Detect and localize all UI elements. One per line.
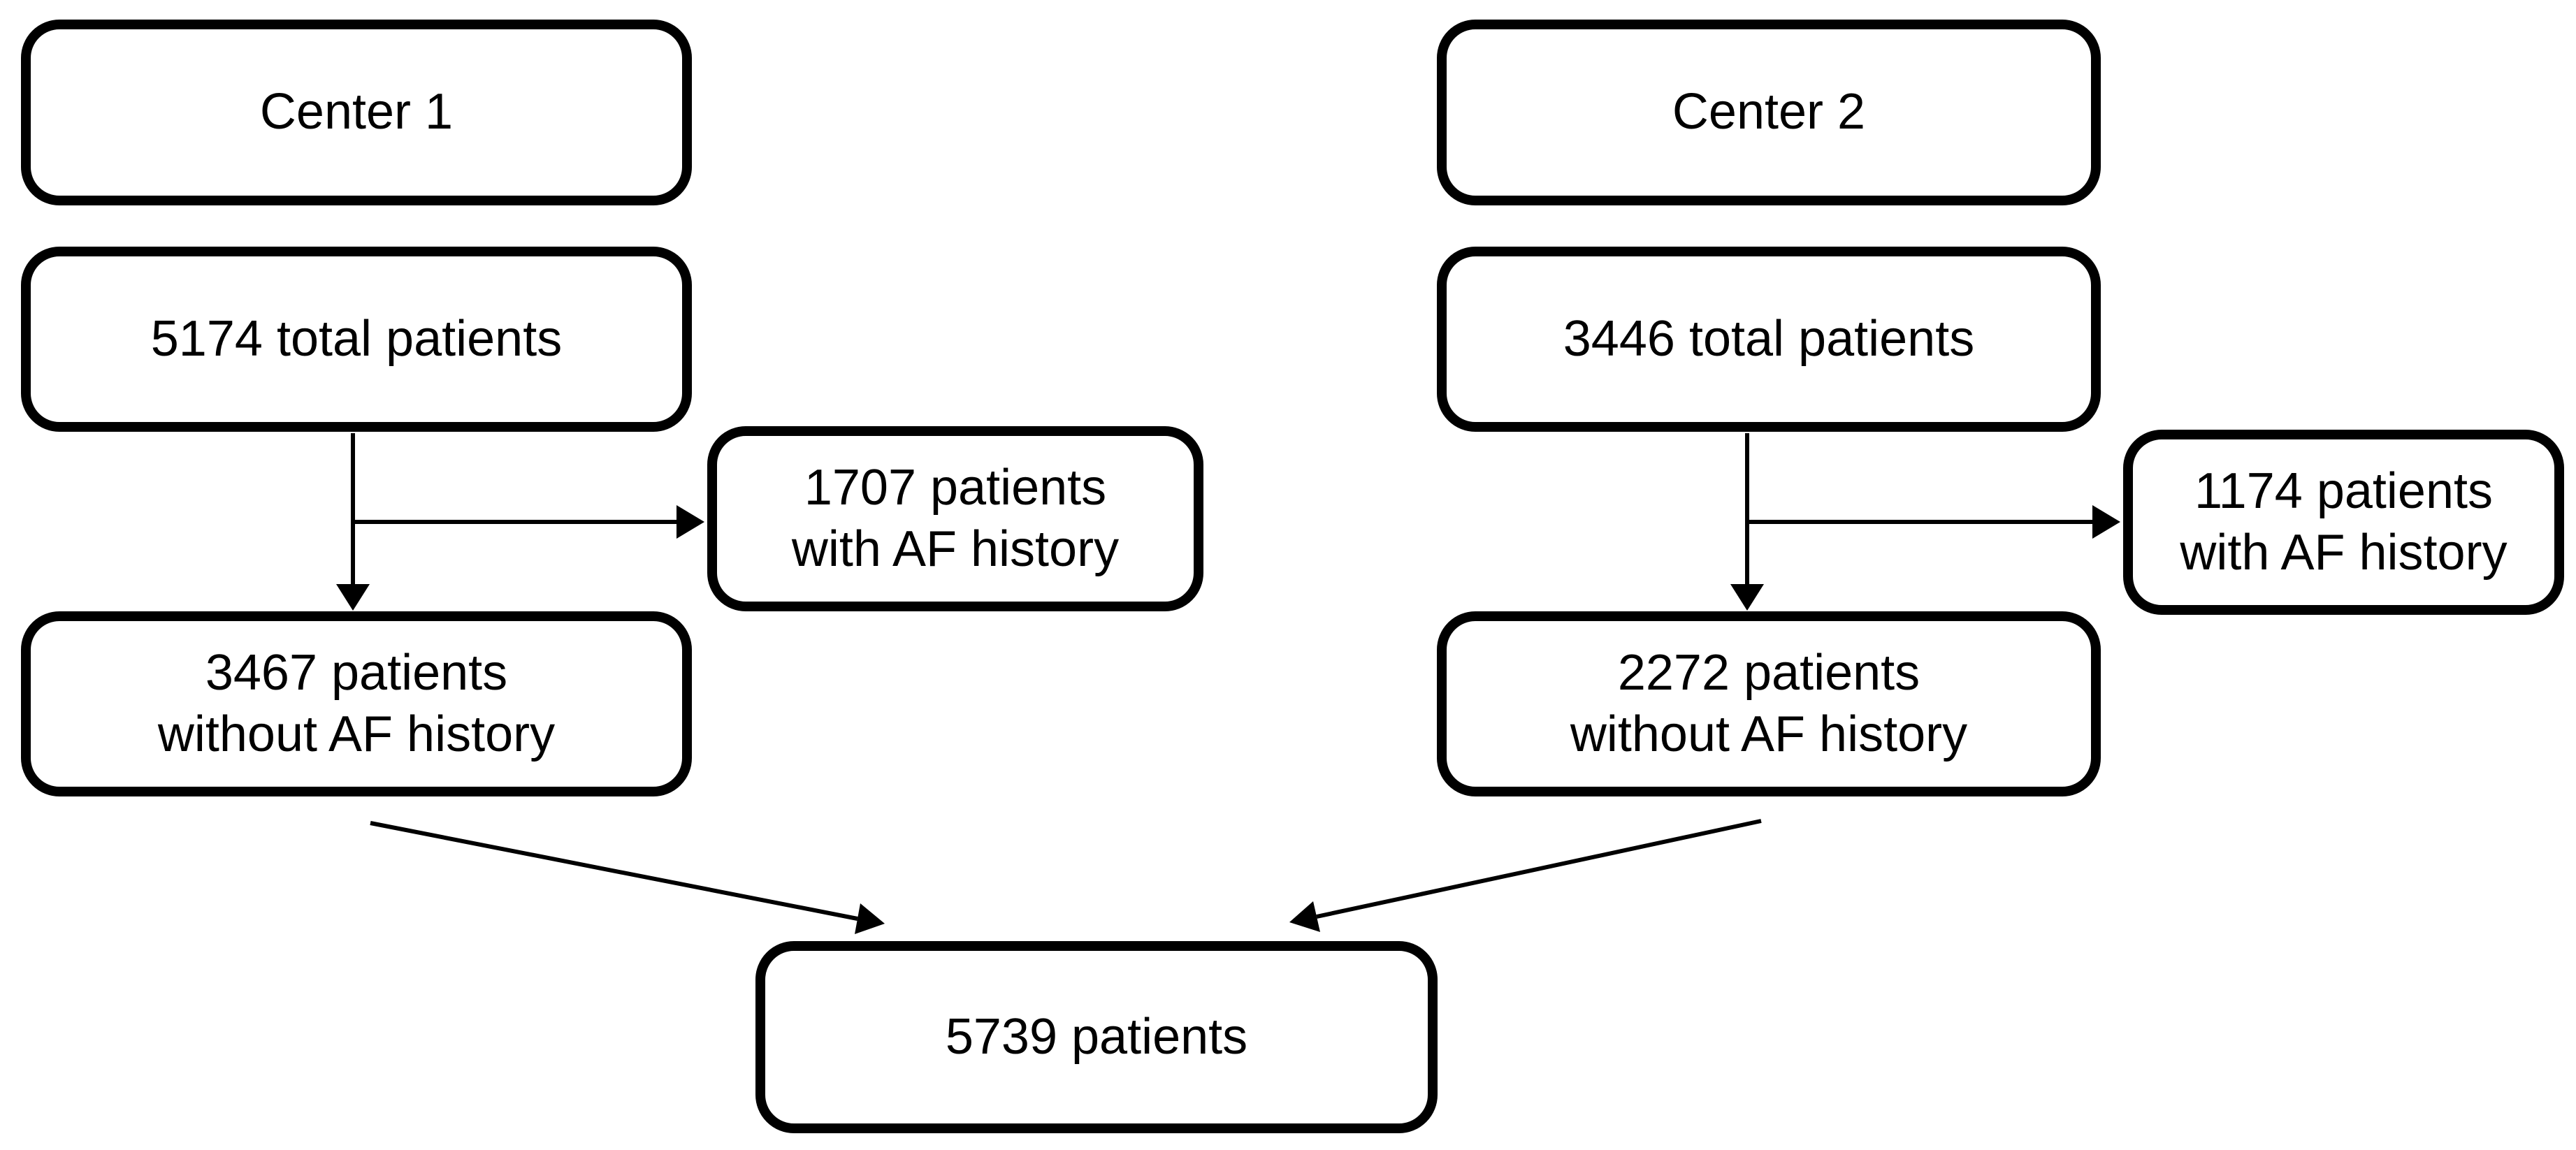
node-noaf2-line2: without AF history [1570,706,1968,762]
node-center1-label: Center 1 [259,84,454,140]
node-af1-excluded: 1707 patients with AF history [707,426,1203,611]
node-center2-label: Center 2 [1672,84,1866,140]
node-af2-line2: with AF history [2180,524,2508,581]
node-center2: Center 2 [1437,20,2101,205]
node-noaf2: 2272 patients without AF history [1437,611,2101,796]
node-noaf2-line1: 2272 patients [1617,644,1920,701]
node-noaf1-line2: without AF history [157,706,556,762]
arrow-total1-to-noaf1 [336,433,370,611]
node-af1-line2: with AF history [791,521,1120,577]
node-combined-cohort: 5739 patients [755,941,1438,1133]
node-af2-line1: 1174 patients [2194,463,2493,519]
node-combined-label: 5739 patients [945,1008,1248,1065]
node-noaf1-line1: 3467 patients [205,644,508,701]
node-noaf1: 3467 patients without AF history [21,611,692,796]
arrow-total2-to-noaf2 [1730,433,1764,611]
node-total1: 5174 total patients [21,247,692,432]
arrow-noaf2-to-combined [1289,819,1762,932]
arrow-total1-to-af1 [353,505,704,539]
node-total2: 3446 total patients [1437,247,2101,432]
arrow-noaf1-to-combined [370,821,885,934]
node-total2-label: 3446 total patients [1563,310,1975,367]
arrow-total2-to-af2 [1747,505,2120,539]
node-af2-excluded: 1174 patients with AF history [2123,430,2564,615]
node-af1-line1: 1707 patients [804,459,1107,516]
node-center1: Center 1 [21,20,692,205]
node-total1-label: 5174 total patients [150,310,563,367]
